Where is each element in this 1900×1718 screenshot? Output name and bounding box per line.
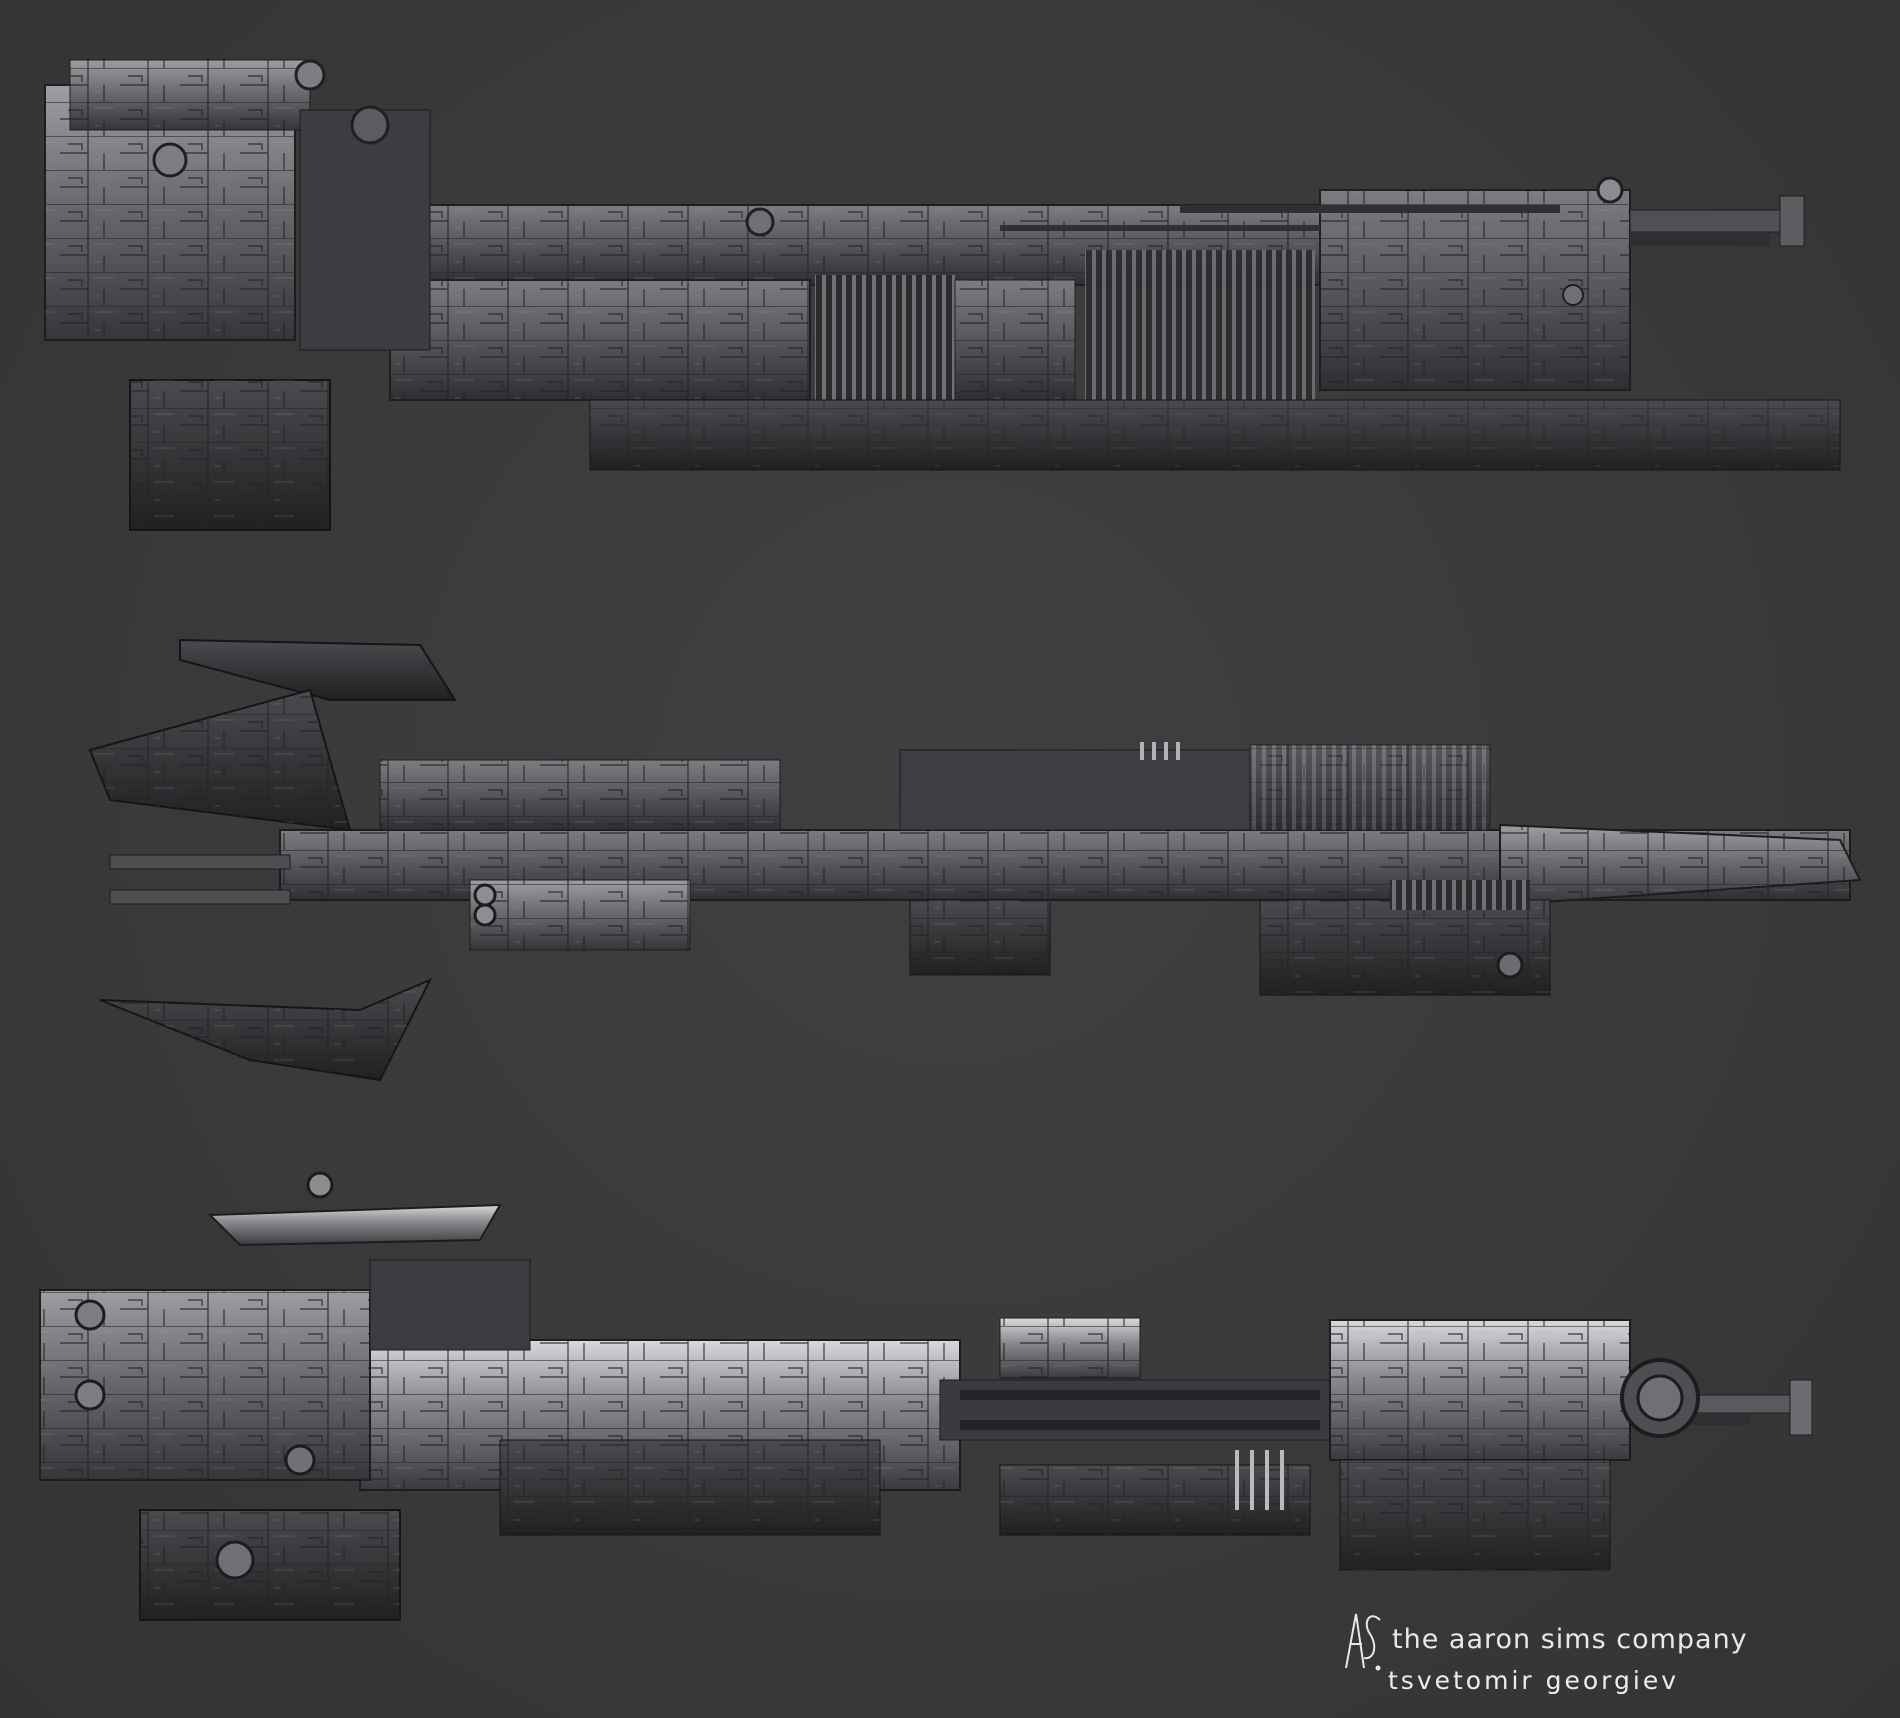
aaron-sims-logo (1345, 1613, 1381, 1671)
ship-top-view (44, 59, 1841, 531)
ship-side-view (88, 638, 1862, 1082)
artist-name: tsvetomir georgiev (1388, 1666, 1679, 1695)
ship-bottom-view (39, 1171, 1813, 1621)
credits-block: the aaron sims company tsvetomir georgie… (1340, 1608, 1860, 1708)
company-name: the aaron sims company (1392, 1624, 1748, 1655)
